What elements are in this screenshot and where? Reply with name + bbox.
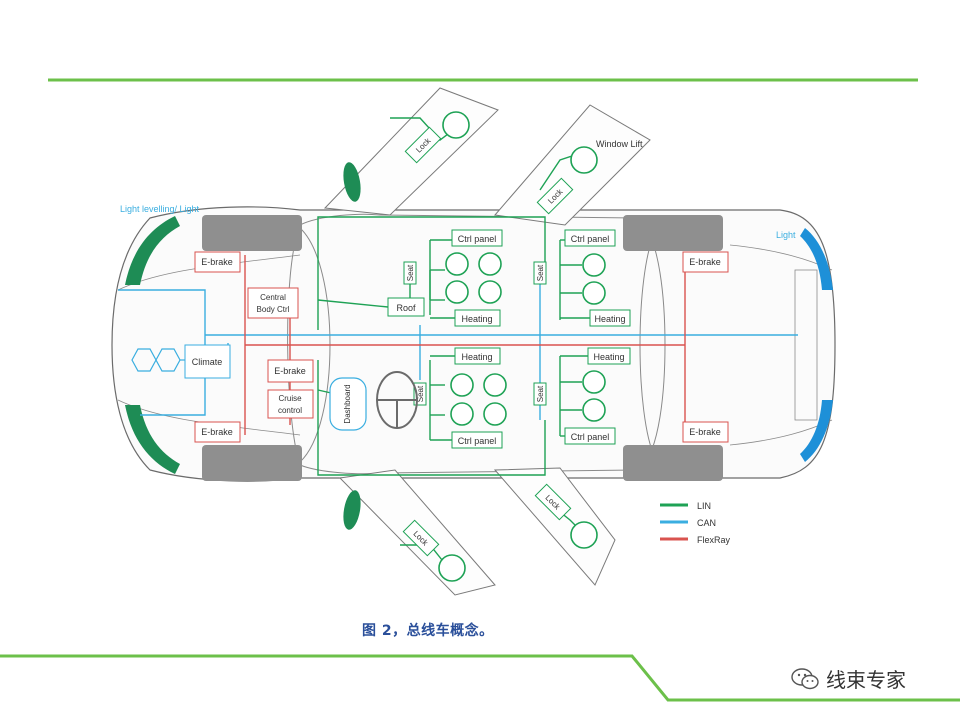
ebrake-rr-label: E-brake	[689, 427, 721, 437]
roof-label: Roof	[396, 303, 416, 313]
steering-wheel	[376, 371, 418, 429]
ctrl-panel-front-left: Ctrl panel	[451, 229, 503, 247]
front-light-bottom	[125, 405, 180, 474]
lock-rear-left: Lock	[536, 146, 598, 215]
ctrl-panel-rear-left: Ctrl panel	[564, 229, 616, 247]
figure-caption: 图 2，总线车概念。	[362, 623, 494, 639]
heating-front-left: Heating	[454, 309, 501, 327]
heating-4-label: Heating	[593, 352, 624, 362]
wheel-rear-right	[623, 445, 723, 481]
climate-box: Climate	[184, 344, 231, 379]
legend: LIN CAN FlexRay	[660, 501, 731, 545]
ctrl-panel-front-right: Ctrl panel	[451, 431, 503, 449]
cruise-control-box: Cruise control	[267, 389, 314, 419]
light-front-label: Light levelling/ Light	[120, 204, 200, 214]
seat-2-label: Seat	[536, 264, 545, 281]
climate-label: Climate	[192, 357, 223, 367]
ebrake-fr-label: E-brake	[201, 427, 233, 437]
roof-box: Roof	[387, 297, 425, 317]
window-lift-label: Window Lift	[596, 139, 643, 149]
mirror-left	[343, 162, 361, 202]
cruise-label-2: control	[278, 406, 302, 415]
ctrl-panel-3-label: Ctrl panel	[458, 436, 497, 446]
ebrake-front-right: E-brake	[194, 421, 241, 443]
ebrake-fl-label: E-brake	[201, 257, 233, 267]
front-light-top	[125, 216, 180, 285]
legend-flexray-label: FlexRay	[697, 535, 731, 545]
seat-motors	[445, 252, 606, 426]
climate-fans	[131, 348, 185, 372]
light-rear-label: Light	[776, 230, 796, 240]
seat-module-rear-left: Seat	[533, 261, 547, 285]
wheel-front-right	[202, 445, 302, 481]
ebrake-front-left: E-brake	[194, 251, 241, 273]
heating-rear-right: Heating	[587, 347, 631, 365]
mirror-right	[343, 490, 361, 530]
wechat-icon	[791, 667, 819, 689]
ebrake-rear-right: E-brake	[682, 421, 729, 443]
ebrake-center-label: E-brake	[274, 366, 306, 376]
heating-2-label: Heating	[594, 314, 625, 324]
lock-front-left: Lock	[404, 111, 470, 164]
bottom-accent-line	[0, 654, 960, 702]
seat-module-rear-right: Seat	[533, 382, 547, 406]
rear-light-bottom	[800, 400, 833, 462]
ctrl-panel-2-label: Ctrl panel	[571, 234, 610, 244]
door-rear-right	[493, 467, 616, 586]
central-label-1: Central	[260, 293, 286, 302]
seat-3-label: Seat	[416, 385, 425, 402]
legend-lin-label: LIN	[697, 501, 711, 511]
rear-bumper-box	[794, 269, 818, 421]
heating-rear-left: Heating	[589, 309, 631, 327]
dashboard-label: Dashboard	[343, 384, 352, 423]
seat-1-label: Seat	[406, 264, 415, 281]
ebrake-center: E-brake	[267, 359, 314, 383]
seat-4-label: Seat	[536, 385, 545, 402]
wheel-front-left	[202, 215, 302, 251]
seat-module-front-left: Seat	[403, 261, 417, 285]
ctrl-panel-1-label: Ctrl panel	[458, 234, 497, 244]
brand-watermark: 线束专家	[790, 664, 906, 693]
heating-3-label: Heating	[461, 352, 492, 362]
rear-light-top	[800, 228, 833, 290]
car-diagram: E-brake E-brake E-brake E-brake E-brake …	[111, 87, 836, 596]
ctrl-panel-rear-right: Ctrl panel	[564, 427, 616, 445]
ebrake-rl-label: E-brake	[689, 257, 721, 267]
lock-rear-right: Lock	[534, 483, 598, 549]
wheel-rear-left	[623, 215, 723, 251]
lin-bus-lines	[317, 117, 591, 571]
cruise-label-1: Cruise	[278, 394, 302, 403]
central-body-ctrl-box: Central Body Ctrl	[247, 287, 299, 319]
ctrl-panel-4-label: Ctrl panel	[571, 432, 610, 442]
brand-text: 线束专家	[826, 668, 906, 692]
legend-can-label: CAN	[697, 518, 716, 528]
heating-front-right: Heating	[454, 347, 501, 365]
central-label-2: Body Ctrl	[257, 305, 290, 314]
dashboard: Dashboard	[329, 377, 367, 431]
heating-1-label: Heating	[461, 314, 492, 324]
ebrake-rear-left: E-brake	[682, 251, 729, 273]
lock-front-right: Lock	[402, 519, 466, 582]
